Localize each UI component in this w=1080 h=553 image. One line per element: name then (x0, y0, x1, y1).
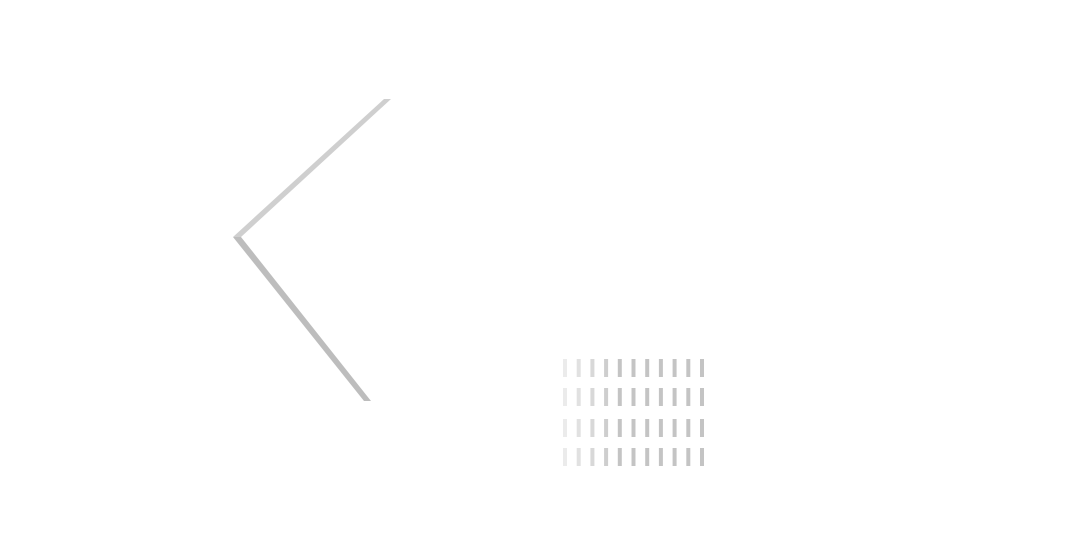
chevron-upper-stroke (233, 99, 391, 237)
dash-mark (617, 388, 622, 406)
dash-mark (617, 359, 622, 377)
dash-mark (672, 419, 677, 437)
dash-mark (672, 448, 677, 466)
dash-mark (631, 388, 636, 406)
dash-mark (658, 388, 663, 406)
dash-mark (576, 419, 581, 437)
dash-mark (617, 448, 622, 466)
dashed-grid-pattern (563, 359, 704, 466)
dash-mark (563, 419, 567, 437)
dash-mark (590, 388, 595, 406)
dash-mark (700, 359, 704, 377)
dash-mark (686, 419, 691, 437)
dash-mark (658, 419, 663, 437)
dash-mark (645, 388, 650, 406)
dash-mark (604, 359, 609, 377)
dash-mark (631, 419, 636, 437)
dash-mark (645, 359, 650, 377)
dash-mark (576, 448, 581, 466)
dash-mark (563, 388, 567, 406)
dash-mark (645, 448, 650, 466)
dash-mark (617, 419, 622, 437)
dash-mark (686, 359, 691, 377)
chevron-lower-stroke (233, 237, 371, 401)
dash-mark (686, 448, 691, 466)
dash-mark (700, 448, 704, 466)
dash-mark (604, 448, 609, 466)
chevron-left-icon (233, 99, 391, 401)
dash-mark (576, 359, 581, 377)
dash-mark (631, 359, 636, 377)
dash-mark (604, 419, 609, 437)
dash-mark (590, 419, 595, 437)
dash-mark (700, 419, 704, 437)
dash-mark (672, 388, 677, 406)
dash-mark (604, 388, 609, 406)
dash-mark (631, 448, 636, 466)
dash-mark (576, 388, 581, 406)
dash-mark (645, 419, 650, 437)
dash-mark (563, 359, 567, 377)
dash-mark (700, 388, 704, 406)
dash-mark (672, 359, 677, 377)
dash-mark (658, 359, 663, 377)
dash-mark (590, 448, 595, 466)
dash-mark (658, 448, 663, 466)
dash-mark (590, 359, 595, 377)
dash-mark (686, 388, 691, 406)
dash-mark (563, 448, 567, 466)
